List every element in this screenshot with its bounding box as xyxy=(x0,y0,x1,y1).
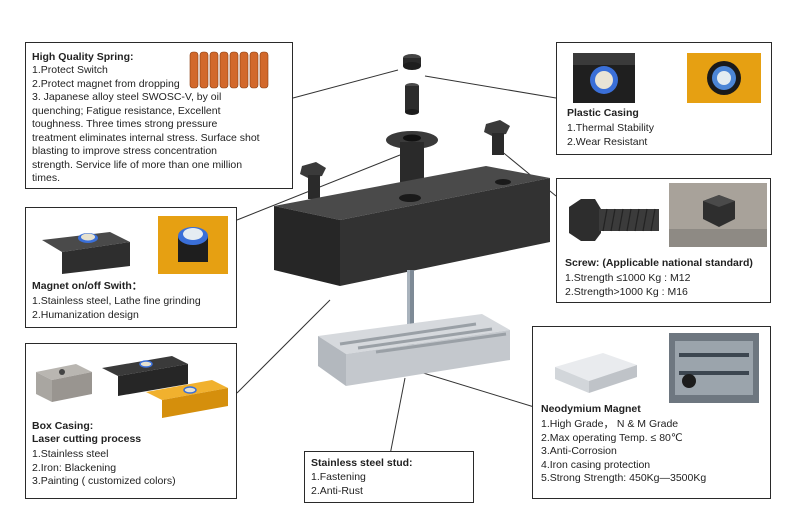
neodymium-title: Neodymium Magnet xyxy=(541,403,641,415)
box-casing-title: Box Casing: xyxy=(32,420,94,432)
screw-right-part xyxy=(484,120,510,155)
neodymium-lines: 1.High Grade， N & M Grade 2.Max operatin… xyxy=(541,418,707,484)
plastic-casing-callout-box: Plastic Casing 1.Thermal Stability 2.Wea… xyxy=(556,42,772,155)
stud-lines: 1.Fastening 2.Anti-Rust xyxy=(311,471,366,497)
stud-callout-box: Stainless steel stud: 1.Fastening 2.Anti… xyxy=(304,451,474,503)
switch-lines: 1.Stainless steel, Lathe fine grinding 2… xyxy=(32,295,201,321)
casing-image-yellow xyxy=(687,53,761,103)
rail-plate-part xyxy=(318,314,510,386)
casing-title: Plastic Casing xyxy=(567,107,639,119)
leader-casing xyxy=(424,75,557,99)
magnet-assembly-illustration xyxy=(274,54,550,386)
switch-image-yellow xyxy=(158,216,228,274)
switch-title: Magnet on/off Swith： xyxy=(32,280,143,292)
screw-left-part xyxy=(300,162,326,199)
stud-title: Stainless steel stud: xyxy=(311,457,413,469)
leader-neodymium xyxy=(419,371,545,411)
leader-stud xyxy=(389,377,406,456)
box-casing-callout-box: Box Casing: Laser cutting process 1.Stai… xyxy=(25,343,237,499)
stud-part xyxy=(407,270,414,366)
plastic-cap-part xyxy=(403,54,421,70)
casing-lines: 1.Thermal Stability 2.Wear Resistant xyxy=(567,122,654,148)
box-casing-lines: 1.Stainless steel 2.Iron: Blackening 3.P… xyxy=(32,448,176,487)
box-casing-image xyxy=(32,350,232,420)
spring-title: High Quality Spring: xyxy=(32,51,134,63)
box-casing-part xyxy=(274,166,550,286)
spring-lines: 1.Protect Switch 2.Protect magnet from d… xyxy=(32,64,260,184)
leader-spring xyxy=(292,69,399,99)
box-casing-subtitle: Laser cutting process xyxy=(32,433,142,445)
screw-callout-box: Screw: (Applicable national standard) 1.… xyxy=(556,178,771,303)
leader-box xyxy=(236,299,331,394)
screw-image-bolt xyxy=(567,195,665,245)
magnet-switch-callout-box: Magnet on/off Swith： 1.Stainless steel, … xyxy=(25,207,237,328)
spacer-part xyxy=(405,83,419,115)
spring-image xyxy=(184,48,280,92)
switch-image-black xyxy=(36,216,134,274)
spring-callout-box: High Quality Spring: 1.Protect Switch 2.… xyxy=(25,42,293,189)
casing-image-black xyxy=(573,53,635,103)
screw-image-installed xyxy=(669,183,767,247)
neodymium-callout-box: Neodymium Magnet 1.High Grade， N & M Gra… xyxy=(532,326,771,499)
screw-lines: 1.Strength ≤1000 Kg : M12 2.Strength>100… xyxy=(565,272,691,298)
screw-title: Screw: (Applicable national standard) xyxy=(565,257,753,269)
neodymium-image-block xyxy=(541,337,649,399)
neodymium-image-installed xyxy=(669,333,759,403)
